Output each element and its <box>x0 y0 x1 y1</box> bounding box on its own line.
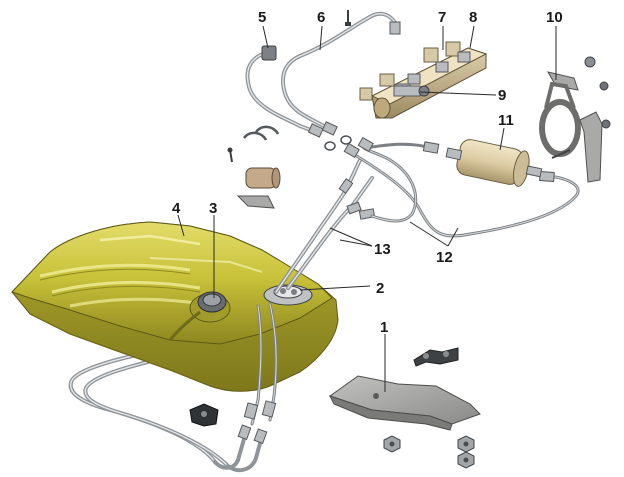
callout-12: 12 <box>436 249 453 266</box>
callout-9: 9 <box>498 87 506 104</box>
callout-4: 4 <box>172 200 181 217</box>
mounting-nuts <box>383 435 475 469</box>
callout-7: 7 <box>438 9 446 26</box>
callout-13: 13 <box>374 241 391 258</box>
callout-8: 8 <box>469 9 477 26</box>
callout-5: 5 <box>258 9 266 26</box>
return-line-5-6 <box>245 10 401 151</box>
callout-2: 2 <box>376 280 384 297</box>
callout-1: 1 <box>380 319 388 336</box>
filter-holder-bracket <box>227 125 281 209</box>
fuel-tank <box>11 221 339 392</box>
leader-lines <box>177 25 557 392</box>
pressure-regulator <box>393 85 430 97</box>
tank-underside-tubes <box>68 348 264 473</box>
fuel-rail <box>359 41 488 119</box>
callout-labels: 1 2 3 4 5 6 7 8 9 10 11 12 13 <box>172 9 563 336</box>
callout-6: 6 <box>317 9 325 26</box>
fuel-filter <box>445 139 543 187</box>
rubber-cushion <box>189 403 219 427</box>
filter-clamp <box>539 56 611 183</box>
heat-shield <box>328 347 481 431</box>
fuel-tubes-13 <box>274 158 376 294</box>
callout-11: 11 <box>498 112 514 129</box>
tank-outlet-hoses <box>237 302 278 444</box>
callout-10: 10 <box>546 9 563 26</box>
fuel-hoses-12 <box>343 136 580 238</box>
callout-3: 3 <box>209 200 217 217</box>
